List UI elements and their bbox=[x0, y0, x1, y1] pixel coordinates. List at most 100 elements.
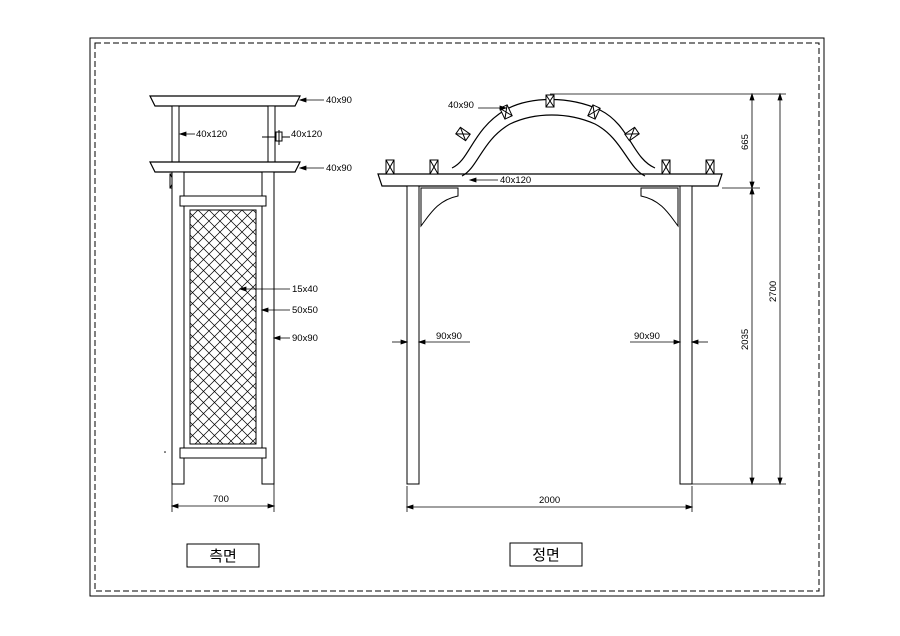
lattice-slat bbox=[429, 210, 663, 444]
lattice-slat bbox=[319, 210, 553, 444]
lattice-slat bbox=[190, 267, 256, 335]
lattice-slat bbox=[0, 210, 132, 444]
lattice-slat bbox=[0, 210, 77, 444]
lattice-slat bbox=[190, 355, 256, 423]
lattice-slat bbox=[0, 210, 66, 444]
lattice-slat bbox=[0, 210, 99, 444]
lattice-slat bbox=[330, 210, 564, 444]
lattice-slat bbox=[190, 322, 256, 390]
lattice-slat bbox=[440, 210, 674, 444]
side-label-lattice: 15x40 bbox=[292, 284, 318, 295]
lattice-slat bbox=[418, 210, 652, 444]
front-total-height: 2700 bbox=[768, 281, 779, 302]
lattice-slat bbox=[264, 210, 498, 444]
lattice-slat bbox=[0, 210, 187, 444]
side-hanger-left bbox=[171, 105, 180, 163]
lattice-slat bbox=[341, 210, 575, 444]
side-post-right bbox=[261, 171, 275, 485]
front-label-post-left: 90x90 bbox=[436, 331, 462, 342]
lattice-slat bbox=[190, 210, 232, 252]
lattice-slat bbox=[190, 278, 256, 346]
outer-border bbox=[89, 37, 825, 597]
side-lattice bbox=[0, 210, 696, 444]
lattice-slat bbox=[190, 245, 256, 313]
lattice-slat bbox=[190, 371, 256, 439]
lattice-slat bbox=[249, 437, 256, 444]
lattice-slat bbox=[190, 305, 256, 373]
front-arch-slats bbox=[455, 94, 640, 142]
lattice-slat bbox=[190, 217, 256, 285]
lattice-slat bbox=[252, 210, 256, 214]
front-label-arch-slat: 40x90 bbox=[448, 100, 474, 111]
lattice-slat bbox=[190, 344, 256, 412]
front-label-arch-beam: 40x120 bbox=[500, 175, 531, 186]
side-view-title: 측면 bbox=[209, 547, 237, 565]
side-label-mid-rail: 40x90 bbox=[326, 163, 352, 174]
lattice-slat bbox=[0, 210, 88, 444]
side-title-box bbox=[186, 543, 260, 568]
lattice-slat bbox=[0, 210, 22, 444]
side-label-beam-end: 40x120 bbox=[291, 129, 322, 140]
lattice-slat bbox=[451, 210, 685, 444]
lattice-slat bbox=[0, 210, 121, 444]
front-label-post-right: 90x90 bbox=[634, 331, 660, 342]
lattice-slat bbox=[385, 210, 619, 444]
lattice-slat bbox=[0, 210, 176, 444]
lattice-slat bbox=[190, 377, 256, 444]
front-view-title: 정면 bbox=[532, 546, 560, 564]
lattice-slat bbox=[190, 388, 246, 444]
lattice-slat bbox=[352, 210, 586, 444]
lattice-slat bbox=[190, 360, 256, 428]
lattice-slat bbox=[363, 210, 597, 444]
side-top-rail bbox=[149, 95, 301, 107]
side-label-post: 90x90 bbox=[292, 333, 318, 344]
front-span-dimension: 2000 bbox=[539, 495, 560, 506]
front-beam bbox=[377, 173, 723, 187]
lattice-slat bbox=[190, 316, 256, 384]
lattice-slat bbox=[0, 210, 154, 444]
lattice-slat bbox=[407, 210, 641, 444]
lattice-slat bbox=[286, 210, 520, 444]
lattice-slat bbox=[190, 283, 256, 351]
lattice-slat bbox=[190, 366, 256, 434]
lattice-slat bbox=[205, 393, 256, 444]
lattice-slat bbox=[0, 210, 11, 444]
side-post-left bbox=[171, 171, 185, 485]
side-lattice-frame bbox=[183, 205, 263, 449]
lattice-slat bbox=[0, 210, 33, 444]
lattice-slat bbox=[396, 210, 630, 444]
lattice-slat bbox=[208, 210, 256, 258]
lattice-slat bbox=[197, 210, 256, 269]
lattice-slat bbox=[241, 210, 256, 225]
lattice-slat bbox=[194, 382, 256, 444]
side-frame-top bbox=[179, 195, 267, 207]
side-frame-bottom bbox=[179, 447, 267, 459]
lattice-slat bbox=[275, 210, 509, 444]
lattice-slat bbox=[190, 228, 256, 296]
front-view: 40x90 40x120 90x90 90x90 2000 665 bbox=[377, 92, 786, 567]
front-bracket-right bbox=[640, 187, 679, 228]
lattice-slat bbox=[190, 210, 243, 263]
lattice-slat bbox=[0, 210, 165, 444]
lattice-slat bbox=[0, 210, 44, 444]
lattice-slat bbox=[190, 261, 256, 329]
side-label-cross-beam: 40x120 bbox=[196, 129, 227, 140]
lattice-slat bbox=[190, 349, 256, 417]
lattice-slat bbox=[0, 210, 110, 444]
side-mid-rail bbox=[149, 161, 301, 173]
lattice-slat bbox=[190, 272, 256, 340]
lattice-slat bbox=[462, 210, 696, 444]
front-arch-height: 665 bbox=[740, 134, 751, 150]
inner-dashed-border bbox=[94, 42, 820, 592]
lattice-slat bbox=[190, 294, 256, 362]
lattice-slat bbox=[190, 210, 199, 219]
front-post-height: 2035 bbox=[740, 329, 751, 350]
lattice-slat bbox=[190, 399, 235, 444]
lattice-slat bbox=[190, 223, 256, 291]
lattice-slat bbox=[190, 239, 256, 307]
lattice-slat bbox=[0, 210, 143, 444]
lattice-slat bbox=[0, 210, 55, 444]
lattice-slat bbox=[190, 289, 256, 357]
lattice-slat bbox=[190, 234, 256, 302]
